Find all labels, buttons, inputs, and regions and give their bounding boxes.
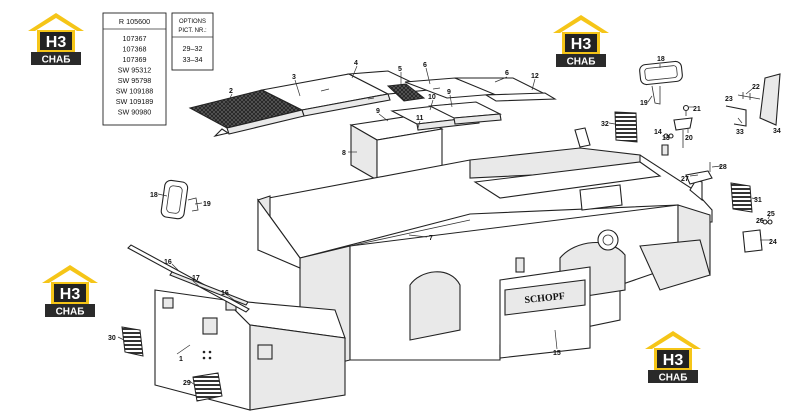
logo-mark: H3 [663, 352, 684, 369]
frame-rail [473, 161, 662, 199]
callout-number: 30 [108, 335, 116, 342]
callout-number: 33 [736, 129, 744, 136]
callout-number: 17 [192, 275, 200, 282]
callout-number: 3 [292, 74, 296, 81]
logo-caption: СНАБ [42, 55, 71, 66]
options-header-line2: PICT. NR.: [178, 28, 207, 34]
callout-number: 16 [221, 290, 229, 297]
logo-caption: СНАБ [659, 373, 688, 384]
callout-number: 5 [398, 66, 402, 73]
part-number: SW 90980 [118, 108, 152, 117]
main-frame-body: SCHOPF [257, 127, 713, 373]
callout-number: 6 [505, 70, 509, 77]
callout-number: 6 [423, 62, 427, 69]
callout-number: 15 [553, 350, 561, 357]
box-cover-assembly [349, 101, 502, 181]
top-cover-panels [188, 70, 557, 137]
callout-number: 31 [754, 197, 762, 204]
part-number: SW 109189 [116, 97, 154, 106]
option-picture-range: 33–34 [183, 55, 203, 64]
mirror-left [160, 179, 199, 220]
mirror-right [639, 60, 683, 105]
logo-caption: СНАБ [567, 57, 596, 68]
part-number: SW 109188 [116, 87, 154, 96]
callout-number: 16 [164, 259, 172, 266]
callout-number: 26 [756, 218, 764, 225]
watermark-logo: H3 СНАБ [645, 331, 701, 384]
callout-number: 4 [354, 60, 358, 67]
callout-number: 19 [640, 100, 648, 107]
callout-number: 14 [654, 129, 662, 136]
vent-grille [730, 182, 753, 213]
callout-number: 21 [693, 106, 701, 113]
callout-number: 29 [183, 380, 191, 387]
callout-number: 11 [416, 115, 424, 122]
hardware-parts [661, 73, 781, 253]
trim-strips [127, 244, 250, 313]
part-number: SW 95798 [118, 76, 152, 85]
callout-number: 10 [428, 94, 436, 101]
options-header-line1: OPTIONS [179, 19, 206, 25]
callout-number: 9 [376, 108, 380, 115]
callout-number: 20 [685, 135, 693, 142]
options-table: OPTIONS PICT. NR.: 29–32 33–34 [171, 12, 214, 71]
bumper-side [249, 324, 346, 411]
callout-number: 19 [203, 201, 211, 208]
callout-number: 34 [773, 128, 781, 135]
watermark-logo: H3 СНАБ [28, 13, 84, 66]
parts-number-table: R 105600 107367 107368 107369 SW 95312 S… [102, 12, 167, 126]
vent-grille [192, 372, 223, 402]
leader-lines [117, 64, 771, 386]
parts-table-header: R 105600 [119, 17, 150, 26]
trim-strip [169, 271, 249, 306]
logo-mark: H3 [46, 34, 67, 51]
watermark-logo: H3 СНАБ [553, 15, 609, 68]
callout-number: 7 [429, 235, 433, 242]
callout-number: 22 [752, 84, 760, 91]
brand-plate-text: SCHOPF [524, 291, 565, 306]
vent-grilles [121, 111, 753, 402]
logo-roof-icon [28, 13, 84, 31]
logo-roof-icon [645, 331, 701, 349]
part-number: 107368 [123, 45, 147, 54]
callout-number: 1 [179, 356, 183, 363]
callout-number: 18 [150, 192, 158, 199]
front-bumper-box [154, 289, 346, 411]
callout-number: 9 [447, 89, 451, 96]
edge-strip [484, 92, 557, 102]
callout-number: 18 [657, 56, 665, 63]
vent-grille [121, 326, 144, 357]
callout-number: 28 [719, 164, 727, 171]
callout-number: 24 [769, 239, 777, 246]
part-number: 107367 [123, 34, 147, 43]
watermark-logo: H3 СНАБ [42, 265, 98, 318]
part-number: 107369 [123, 55, 147, 64]
hatched-panel [386, 83, 426, 102]
logo-mark: H3 [571, 36, 592, 53]
option-picture-range: 29–32 [183, 44, 203, 53]
logo-caption: СНАБ [56, 307, 85, 318]
part-number: SW 95312 [118, 66, 152, 75]
callout-number: 8 [342, 150, 346, 157]
callout-number: 32 [601, 121, 609, 128]
side-cover [759, 73, 781, 126]
callout-number: 23 [725, 96, 733, 103]
callout-number: 27 [681, 176, 689, 183]
callout-number: 2 [229, 88, 233, 95]
callout-number: 13 [662, 135, 670, 142]
logo-mark: H3 [60, 286, 81, 303]
logo-roof-icon [553, 15, 609, 33]
logo-roof-icon [42, 265, 98, 283]
callout-number: 12 [531, 73, 539, 80]
bracket [673, 117, 693, 131]
vent-grille [614, 111, 638, 143]
wheel-arch [409, 271, 461, 341]
callout-labels: 1 2 3 4 5 6 6 7 8 9 9 10 11 12 13 14 15 … [108, 56, 781, 387]
callout-number: 25 [767, 211, 775, 218]
